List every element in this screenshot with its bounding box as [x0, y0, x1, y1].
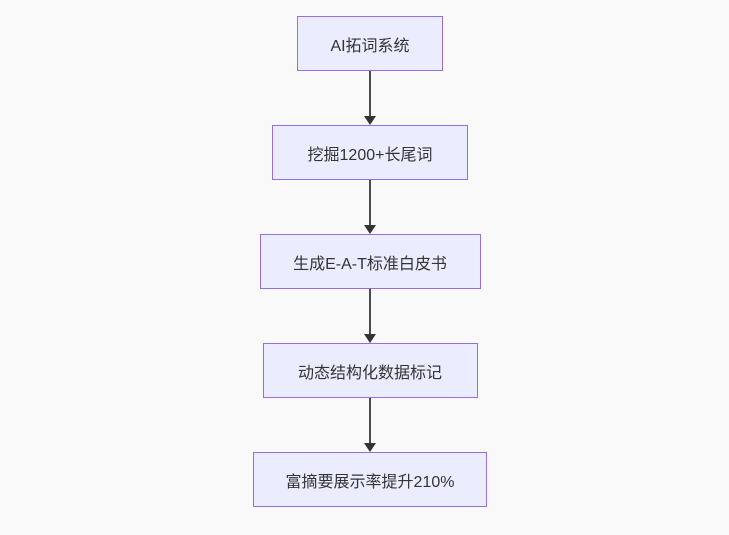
flow-arrow-4: [364, 398, 376, 452]
flow-arrow-1: [364, 71, 376, 125]
arrow-down-icon: [364, 225, 376, 234]
flow-node-label: 富摘要展示率提升210%: [285, 473, 455, 491]
flow-node-label: AI拓词系统: [330, 37, 410, 55]
flow-node-longtail-mining: 挖掘1200+长尾词: [272, 125, 468, 180]
arrow-down-icon: [364, 334, 376, 343]
flowchart: AI拓词系统 挖掘1200+长尾词 生成E-A-T标准白皮书 动态结构化数据标记…: [253, 16, 487, 507]
flow-arrow-2: [364, 180, 376, 234]
arrow-line: [369, 289, 371, 334]
arrow-down-icon: [364, 116, 376, 125]
flow-node-label: 生成E-A-T标准白皮书: [293, 255, 447, 273]
flow-arrow-3: [364, 289, 376, 343]
flow-node-rich-snippet-result: 富摘要展示率提升210%: [253, 452, 487, 507]
arrow-down-icon: [364, 443, 376, 452]
arrow-line: [369, 71, 371, 116]
flow-node-label: 挖掘1200+长尾词: [307, 146, 433, 164]
flow-node-label: 动态结构化数据标记: [297, 364, 442, 382]
flow-node-structured-data: 动态结构化数据标记: [262, 343, 478, 398]
flow-node-ai-keyword-system: AI拓词系统: [297, 16, 443, 71]
arrow-line: [369, 398, 371, 443]
flow-node-eat-whitepaper: 生成E-A-T标准白皮书: [259, 234, 481, 289]
arrow-line: [369, 180, 371, 225]
